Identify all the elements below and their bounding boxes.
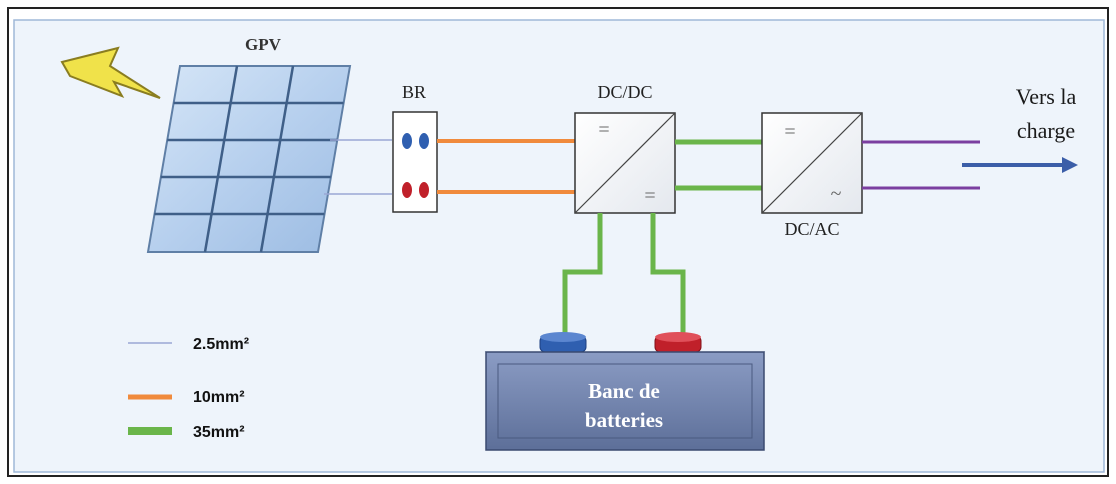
fuse-blue-right	[419, 133, 429, 149]
dcac-output-symbol: ~	[831, 183, 842, 205]
fuse-blue-left	[402, 133, 412, 149]
dcdc-output-symbol: =	[644, 185, 655, 207]
panel-label: GPV	[245, 35, 282, 54]
legend-label-orange: 10mm²	[193, 389, 245, 406]
fuse-red-left	[402, 182, 412, 198]
junction-box	[392, 111, 438, 213]
legend: 2.5mm² 10mm² 35mm²	[128, 336, 249, 441]
legend-label-thin: 2.5mm²	[193, 336, 249, 353]
dcdc-label: DC/DC	[597, 82, 652, 102]
output-label-line2: charge	[1017, 118, 1075, 143]
dcac-label: DC/AC	[784, 219, 839, 239]
junction-box-label: BR	[402, 82, 426, 102]
wire-dcdc-battery-positive	[650, 213, 686, 338]
wire-dcdc-battery-negative	[562, 213, 603, 338]
battery-terminal-positive	[654, 332, 702, 353]
solar-panel-icon	[146, 65, 352, 253]
dcac-inverter: = ~	[761, 112, 863, 214]
dcdc-converter: = =	[574, 112, 676, 214]
arrow-right-icon	[962, 157, 1078, 173]
dcdc-input-symbol: =	[598, 119, 609, 141]
battery-label-line2: batteries	[585, 408, 663, 432]
battery-bank: Banc de batteries	[484, 351, 766, 451]
fuse-red-right	[419, 182, 429, 198]
lightning-icon	[60, 46, 161, 99]
dcac-input-symbol: =	[784, 121, 795, 143]
battery-label-line1: Banc de	[588, 379, 660, 403]
output-label-line1: Vers la	[1016, 84, 1077, 109]
legend-label-green: 35mm²	[193, 424, 245, 441]
battery-terminal-negative	[539, 332, 587, 353]
